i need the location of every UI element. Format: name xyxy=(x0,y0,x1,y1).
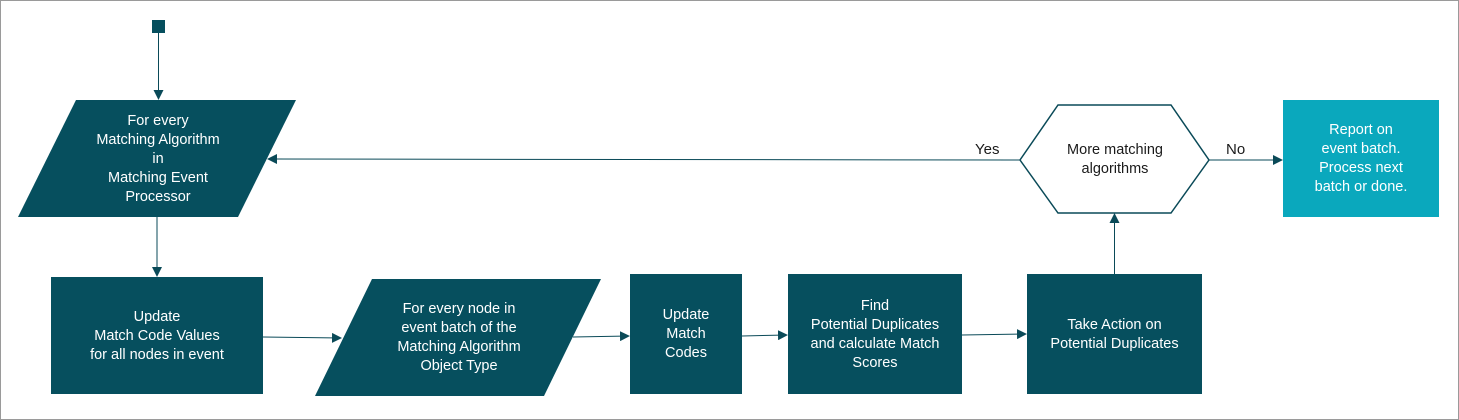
update-match-code-values-shape xyxy=(51,277,263,394)
loop-nodes-shape xyxy=(315,279,601,396)
decision-more-shape xyxy=(1019,104,1210,214)
loop-algorithm-shape xyxy=(18,100,296,217)
edge-update-values-to-loop-nodes xyxy=(262,332,342,343)
update-match-codes-shape xyxy=(630,274,742,394)
edge-decision-yes-to-loop xyxy=(267,154,1021,165)
yes-edge-label: Yes xyxy=(975,141,1000,158)
edge-loop-nodes-to-update-codes xyxy=(572,331,630,342)
take-action-shape xyxy=(1027,274,1202,394)
edge-find-to-take-action xyxy=(961,329,1027,340)
report-shape xyxy=(1283,100,1439,217)
no-edge-label: No xyxy=(1226,141,1246,158)
edge-update-codes-to-find xyxy=(741,330,788,341)
find-duplicates-shape xyxy=(788,274,962,394)
start-node xyxy=(152,20,165,33)
